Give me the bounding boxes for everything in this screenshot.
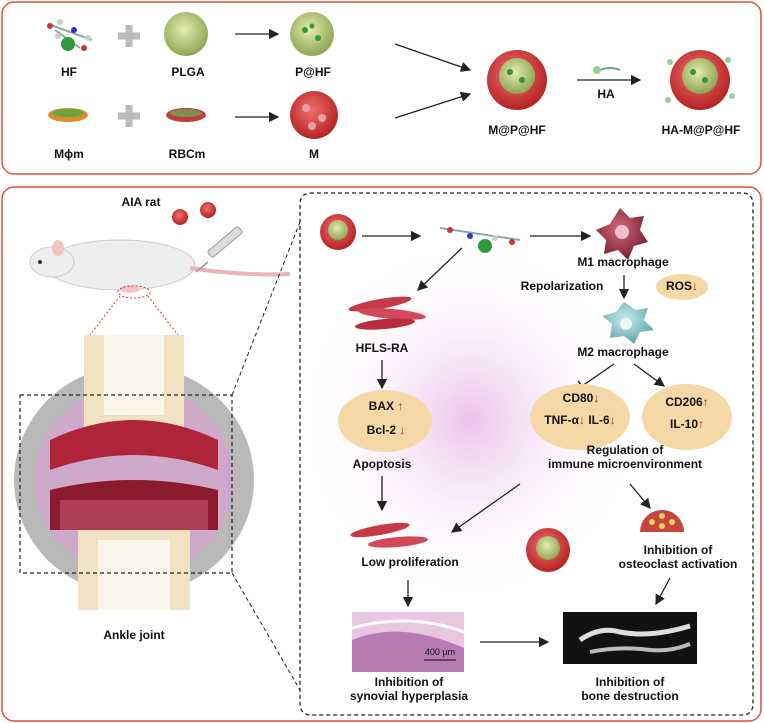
- hamphf-sphere-icon: [665, 50, 735, 110]
- low-proliferation-cells-icon: [350, 522, 428, 548]
- repolarization-label: Repolarization: [520, 279, 604, 293]
- ha-chain-icon: [593, 66, 621, 74]
- il10-label: IL-10↑: [669, 417, 704, 431]
- nanoparticle-icon: [200, 202, 216, 218]
- joint-zoom-box: [19, 394, 233, 574]
- top-panel-frame: [1, 1, 762, 175]
- tnfa-il6-label: TNF-α↓ IL-6↓: [544, 413, 616, 427]
- m-label: M: [309, 147, 319, 161]
- inhibit-line: [581, 363, 615, 387]
- bottom-panel-frame: [1, 186, 762, 722]
- bax-label: BAX ↑: [368, 399, 404, 413]
- bone-xray-image: [563, 612, 697, 664]
- released-nanoparticle-icon: [320, 214, 356, 250]
- arrow: [394, 91, 472, 119]
- m1-macrophage-label: M1 macrophage: [577, 255, 669, 269]
- up-arrow: ↑: [702, 395, 709, 409]
- plga-sphere-icon: [164, 12, 208, 56]
- osteoclast-label: Inhibition of osteoclast activation: [618, 543, 738, 571]
- syringe-icon: [195, 226, 243, 273]
- osteoclast-icon: [640, 510, 684, 532]
- nanoparticle-icon: [172, 209, 188, 225]
- m1-markers-ellipse: [530, 384, 630, 450]
- phf-sphere-icon: [290, 12, 334, 56]
- hf-label: HF: [61, 65, 77, 79]
- down-arrow: ↓: [609, 413, 616, 427]
- hf-molecule-icon: [439, 227, 521, 253]
- macrophage-membrane-icon: [48, 108, 88, 122]
- plus-icon: [118, 105, 140, 127]
- regulation-label: Regulation of immune microenvironment: [547, 443, 703, 471]
- plus-icon: [118, 25, 140, 47]
- scale-bar-label: 400 μm: [424, 647, 456, 657]
- bax-bcl2-ellipse: [338, 390, 432, 452]
- rbcm-label: RBCm: [168, 147, 206, 161]
- apoptosis-label: Apoptosis: [352, 457, 412, 471]
- down-arrow: ↓: [692, 279, 698, 293]
- up-arrow: ↑: [698, 417, 704, 431]
- arrow: [629, 483, 651, 509]
- nanoparticle-icon: [526, 528, 570, 572]
- histology-image: [351, 612, 465, 672]
- ankle-zoom-circle: [117, 285, 151, 299]
- hamphf-label: HA-M@P@HF: [661, 123, 741, 137]
- m2-macrophage-label: M2 macrophage: [577, 345, 669, 359]
- down-arrow: ↓: [399, 423, 406, 437]
- mom-label: Mϕm: [54, 147, 84, 161]
- synovial-label: Inhibition of synovial hyperplasia: [349, 675, 469, 703]
- hfls-cells-icon: [348, 296, 426, 330]
- up-arrow: ↑: [397, 399, 404, 413]
- hfls-label: HFLS-RA: [355, 341, 409, 355]
- ankle-joint-illustration: [14, 335, 254, 610]
- aia-rat-label: AIA rat: [121, 195, 161, 209]
- bcl2-label: Bcl-2 ↓: [366, 423, 406, 437]
- arrow: [417, 247, 463, 291]
- mphf-sphere-icon: [487, 50, 547, 110]
- hf-molecule-icon: [47, 19, 93, 51]
- arrow: [394, 43, 472, 72]
- plga-label: PLGA: [171, 65, 205, 79]
- ros-ellipse: [656, 274, 708, 300]
- ankle-joint-label: Ankle joint: [103, 628, 165, 642]
- arrow: [633, 363, 666, 387]
- mphf-label: M@P@HF: [488, 123, 546, 137]
- rat-icon: [29, 239, 291, 293]
- m2-markers-ellipse: [642, 384, 732, 450]
- m-sphere-icon: [290, 91, 338, 139]
- low-proliferation-label: Low proliferation: [361, 555, 459, 569]
- bone-destruction-label: Inhibition of bone destruction: [581, 675, 679, 703]
- down-arrow: ↓: [593, 391, 600, 405]
- phf-label: P@HF: [295, 65, 331, 79]
- cd206-label: CD206↑: [665, 395, 709, 409]
- down-arrow: ↓: [579, 413, 585, 427]
- arrow: [655, 577, 671, 606]
- ros-label: ROS↓: [665, 279, 698, 293]
- ha-label: HA: [597, 87, 615, 101]
- arrow: [450, 483, 521, 533]
- rbc-membrane-icon: [166, 108, 206, 122]
- cd80-label: CD80↓: [562, 391, 600, 405]
